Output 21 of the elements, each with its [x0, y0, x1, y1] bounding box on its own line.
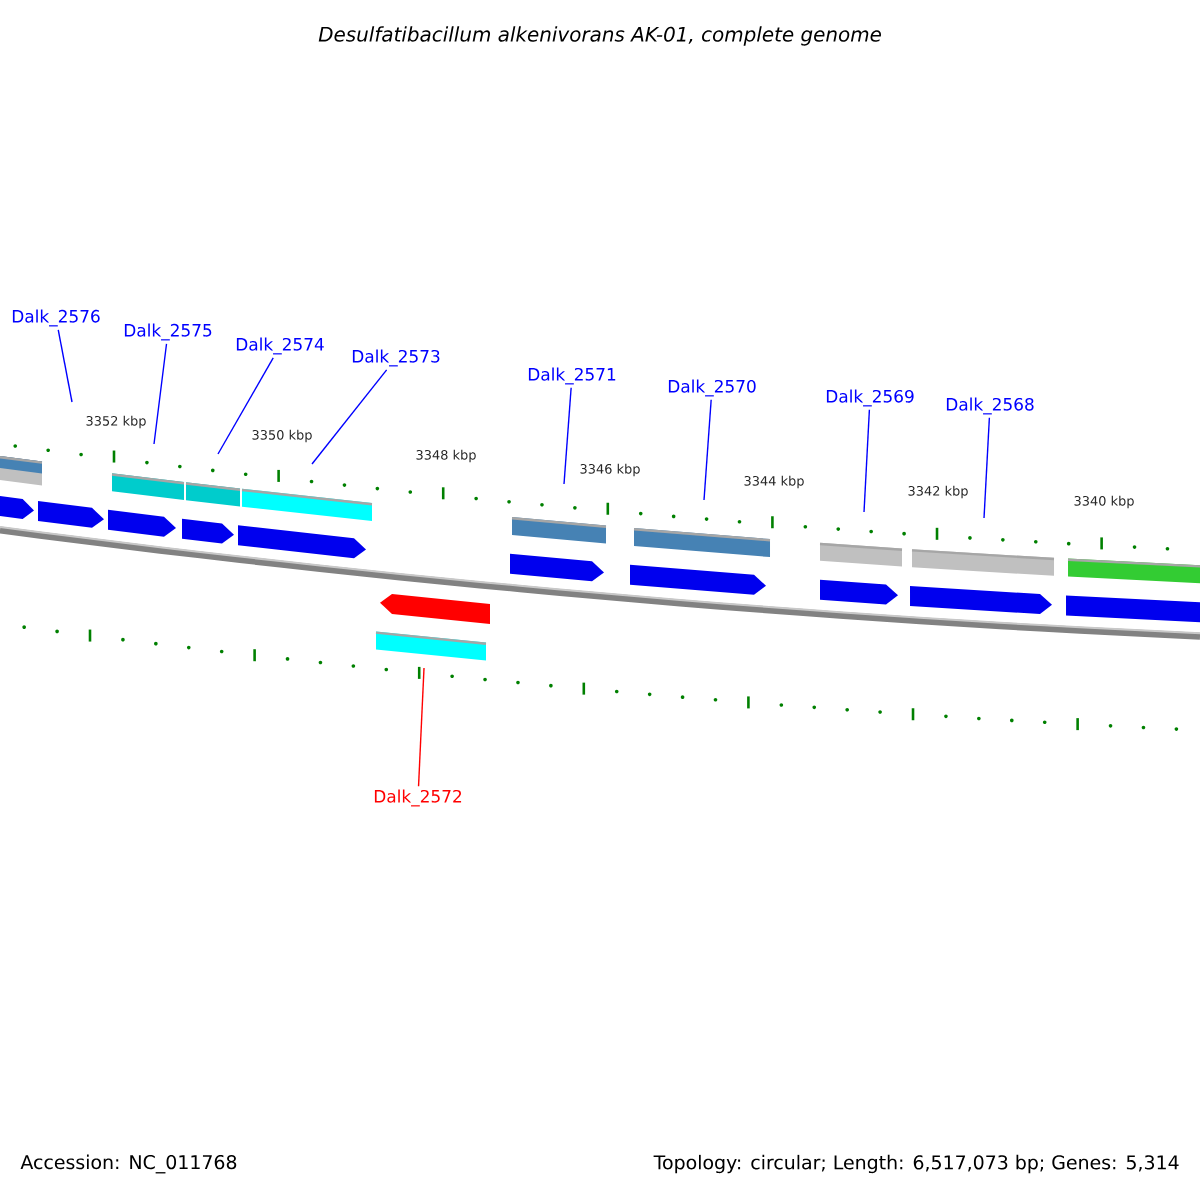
leader-line — [417, 667, 425, 787]
footer-text: Accession: NC_011768 — [20, 1154, 237, 1174]
leader-line — [311, 369, 388, 465]
gene-label: Dalk_2572 — [374, 789, 462, 807]
gene-label: Dalk_2576 — [12, 309, 100, 327]
gene-label: Dalk_2570 — [668, 379, 756, 397]
gene-label: Dalk_2568 — [946, 397, 1034, 415]
gene-label: Dalk_2575 — [124, 323, 212, 341]
gene-label: Dalk_2569 — [826, 389, 914, 407]
leader-line — [863, 409, 871, 513]
leader-line — [217, 357, 274, 455]
gene-label: Dalk_2573 — [352, 349, 440, 367]
leader-line — [983, 417, 991, 519]
leader-line — [153, 343, 168, 445]
gene-label: Dalk_2574 — [236, 337, 324, 355]
footer-text: Topology: circular; Length: 6,517,073 bp; Genes: 5,314 — [653, 1154, 1179, 1174]
leader-line — [57, 329, 73, 403]
leader-line — [563, 387, 572, 485]
title: Desulfatibacillum alkenivorans AK-01, complete genome — [318, 26, 881, 46]
leader-line — [703, 399, 712, 501]
gene-label: Dalk_2571 — [528, 367, 616, 385]
